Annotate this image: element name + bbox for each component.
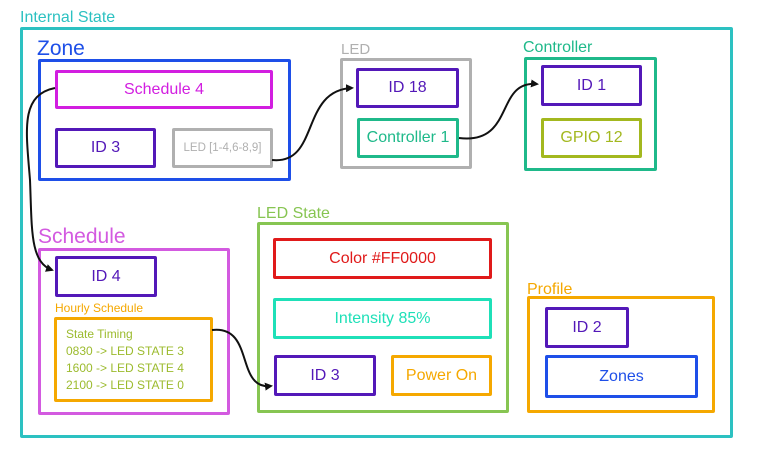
hourly-schedule-title: Hourly Schedule xyxy=(55,301,144,315)
led-id: ID 18 xyxy=(356,68,459,108)
zone-id: ID 3 xyxy=(55,128,156,168)
profile-box xyxy=(527,296,715,413)
led-title: LED xyxy=(341,41,371,58)
hourly-schedule-box xyxy=(54,317,213,402)
internal-state-container xyxy=(20,27,733,438)
controller-gpio: GPIO 12 xyxy=(541,118,642,158)
schedule-title: Schedule xyxy=(38,225,126,248)
state-timing-title: State Timing xyxy=(66,327,133,341)
led-state-color: Color #FF0000 xyxy=(273,238,492,279)
zone-led-ref: LED [1-4,6-8,9] xyxy=(172,128,273,168)
zone-title: Zone xyxy=(37,37,85,60)
profile-id: ID 2 xyxy=(545,307,629,348)
profile-title: Profile xyxy=(527,281,573,298)
state-timing-line: 0830 -> LED STATE 3 xyxy=(66,344,184,358)
state-timing-line: 2100 -> LED STATE 0 xyxy=(66,378,184,392)
state-timing-line: 1600 -> LED STATE 4 xyxy=(66,361,184,375)
led-state-title: LED State xyxy=(257,205,330,222)
led-state-intensity: Intensity 85% xyxy=(273,298,492,339)
led-state-box xyxy=(257,222,509,413)
led-state-power: Power On xyxy=(391,355,492,396)
schedule-id: ID 4 xyxy=(55,256,157,297)
controller-title: Controller xyxy=(523,39,593,56)
led-controller-ref: Controller 1 xyxy=(357,118,459,158)
led-state-id: ID 3 xyxy=(274,355,376,396)
internal-state-title: Internal State xyxy=(20,9,116,26)
zone-schedule-ref: Schedule 4 xyxy=(55,70,273,109)
controller-id: ID 1 xyxy=(541,65,642,106)
profile-zones: Zones xyxy=(545,355,698,398)
